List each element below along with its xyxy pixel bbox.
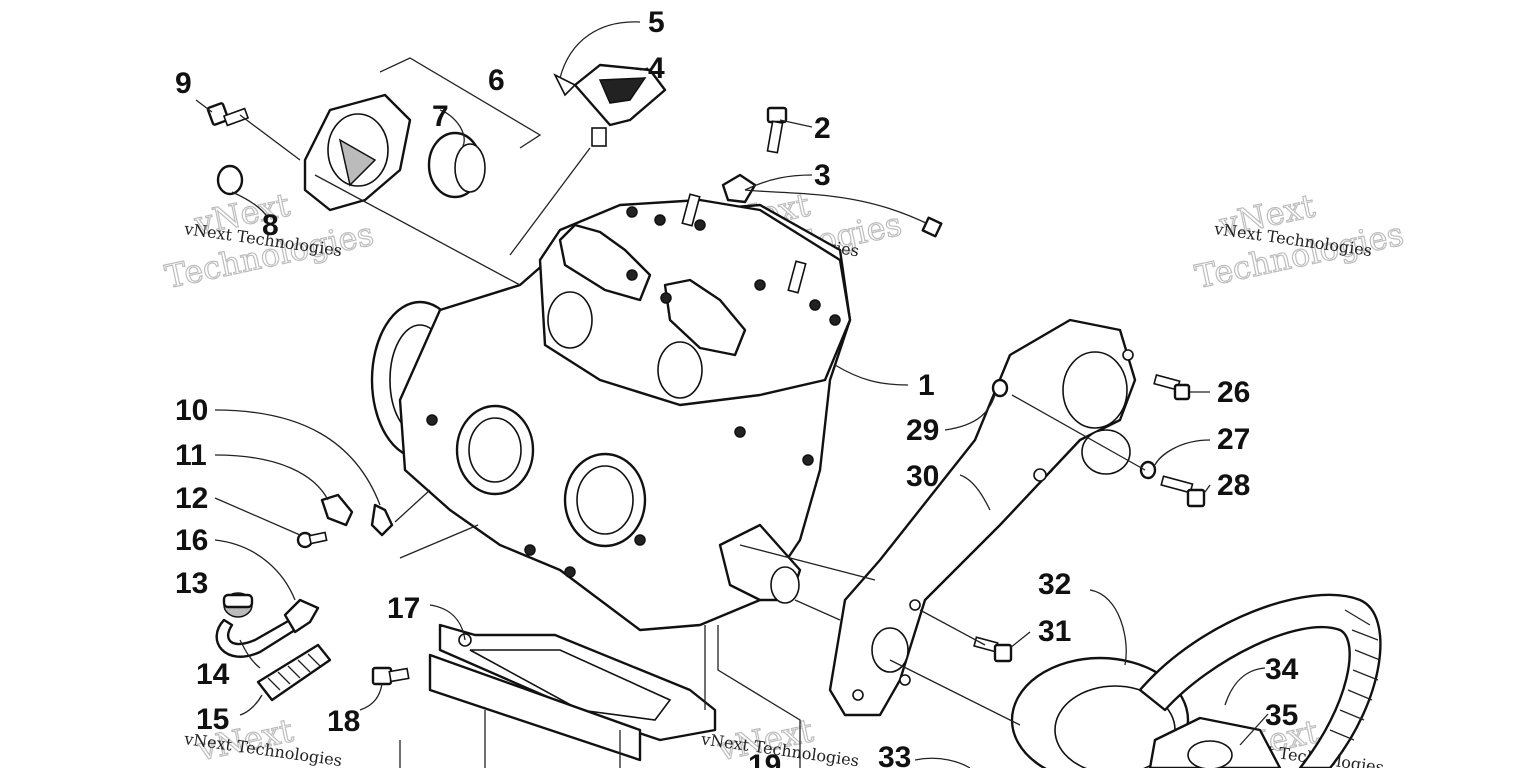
clip-11 xyxy=(320,493,354,527)
spark-plug-right xyxy=(787,260,807,294)
cap-13 xyxy=(222,592,254,618)
cylinder-head-right xyxy=(663,278,747,357)
clutch-35 xyxy=(1148,716,1282,768)
callout-12: 12 xyxy=(175,482,208,515)
callout-16: 16 xyxy=(175,524,208,557)
callout-6: 6 xyxy=(488,64,505,97)
callout-14: 14 xyxy=(196,658,230,691)
callout-31: 31 xyxy=(1038,615,1071,648)
callout-29: 29 xyxy=(906,414,939,447)
clip-10 xyxy=(370,503,394,537)
drive-shaft-end xyxy=(770,566,800,604)
callout-17: 17 xyxy=(387,592,420,625)
callout-numbers: 1 2 3 4 5 6 7 8 9 10 11 12 13 14 15 16 1… xyxy=(175,6,1299,768)
bolt-9 xyxy=(206,102,250,127)
callout-30: 30 xyxy=(906,460,939,493)
callout-15: 15 xyxy=(196,703,229,736)
bolt-2 xyxy=(766,106,788,154)
callout-26: 26 xyxy=(1217,376,1250,409)
callout-7: 7 xyxy=(432,100,449,133)
callout-11: 11 xyxy=(175,439,207,472)
starter-handle xyxy=(553,63,667,147)
callout-10: 10 xyxy=(175,394,208,427)
callout-27: 27 xyxy=(1217,423,1250,456)
callout-9: 9 xyxy=(175,67,192,100)
sensor-3 xyxy=(721,173,943,238)
bolt-26 xyxy=(1153,374,1191,401)
engine-assembly xyxy=(370,193,852,632)
callout-4: 4 xyxy=(648,52,665,85)
engine-mount-17 xyxy=(428,623,717,762)
bushing xyxy=(216,164,244,196)
leader-lines xyxy=(195,21,1269,768)
mount-plate-30 xyxy=(828,318,1137,717)
callout-19: 19 xyxy=(748,749,781,768)
callout-33: 33 xyxy=(878,741,911,768)
spring-15 xyxy=(256,643,332,702)
callout-28: 28 xyxy=(1217,469,1250,502)
recoil-starter-assembly xyxy=(206,57,542,212)
engine-bolts xyxy=(426,206,841,578)
bolt-28 xyxy=(1160,475,1206,508)
callout-34: 34 xyxy=(1265,653,1299,686)
washer-27 xyxy=(1139,460,1157,480)
hose-14 xyxy=(215,618,297,658)
bolt-18 xyxy=(371,666,410,686)
exhaust-port-right xyxy=(657,341,703,399)
callout-13: 13 xyxy=(175,567,208,600)
cylinder-head-left xyxy=(558,223,652,302)
callout-3: 3 xyxy=(814,159,831,192)
callout-2: 2 xyxy=(814,112,831,145)
callout-5: 5 xyxy=(648,6,665,39)
callout-8: 8 xyxy=(262,209,279,242)
callout-35: 35 xyxy=(1265,699,1298,732)
callout-18: 18 xyxy=(327,705,360,738)
handle-clip xyxy=(553,73,577,97)
spark-plug-left xyxy=(681,193,701,227)
bolt-31 xyxy=(973,636,1013,663)
callout-1: 1 xyxy=(918,369,935,402)
callout-32: 32 xyxy=(1038,568,1071,601)
screw-12 xyxy=(296,531,328,549)
washer-29 xyxy=(991,378,1009,398)
exhaust-port-left xyxy=(547,291,593,349)
fitting-16 xyxy=(283,598,320,634)
